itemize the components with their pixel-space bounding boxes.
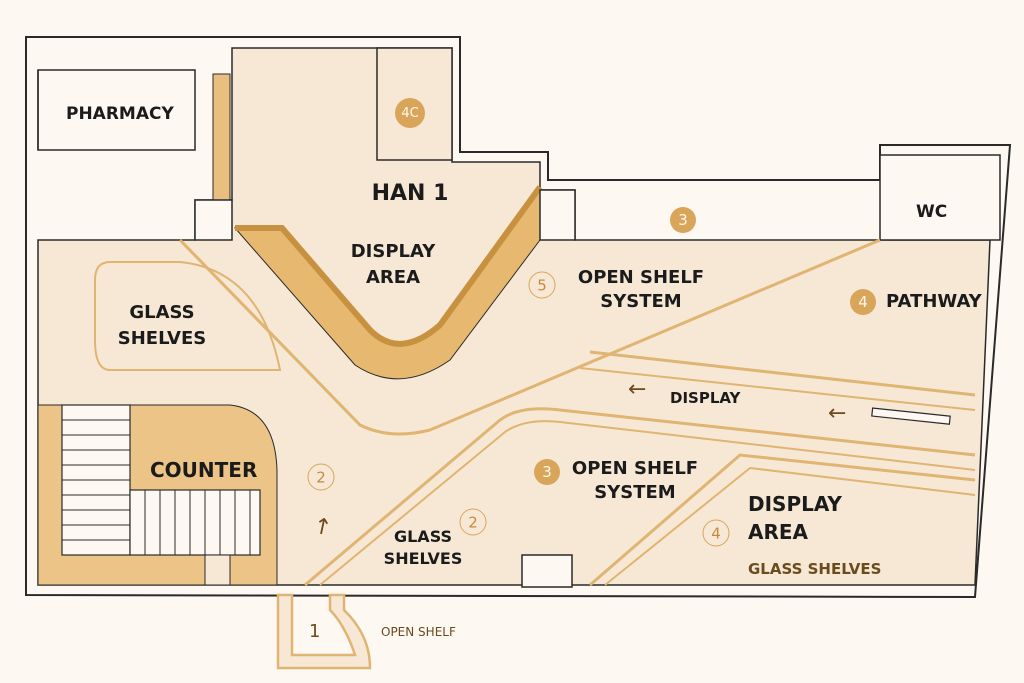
badge-2-mid: 2 [459,508,487,536]
label-open-shelf-top: OPEN SHELF SYSTEM [578,268,704,312]
label-wc: WC [916,202,948,222]
label-entrance: OPEN SHELF [381,625,456,639]
badge-1-entrance: 1 [309,621,321,642]
label-glass-shelves-bottom: GLASS SHELVES [384,528,463,567]
arrow-left-icon: ← [828,401,847,426]
label-han: HAN 1 [371,181,449,206]
badge-2-left: 2 [307,463,335,491]
arrow-left-icon: ← [628,377,647,402]
label-pharmacy: PHARMACY [66,104,174,124]
diagonal-shelf-3b [319,420,976,586]
counter-desk-dividers [144,490,251,555]
label-glass-shelves-right: GLASS SHELVES [748,560,882,578]
label-glass-shelves-left-line1: GLASS [129,302,195,323]
entrance-passage [276,593,372,670]
diagonal-shelf-2b [579,367,976,411]
badge-3-mid: 3 [534,459,560,485]
label-open-shelf-top-line1: OPEN SHELF [577,267,705,288]
display-rail [871,407,951,425]
stair-treads [62,419,130,541]
badge-4c: 4C [395,98,425,128]
label-display-area-right-line1: DISPLAY [748,492,842,516]
badge-4-right: 4 [702,519,730,547]
label-glass-shelves-left-line2: SHELVES [117,327,207,349]
label-display-area-top-line2: AREA [365,266,421,288]
notch-right [539,189,576,241]
notch-left [194,199,233,241]
label-glass-shelves-bottom-line2: SHELVES [383,548,463,568]
label-glass-shelves-left: GLASS SHELVES [118,303,207,349]
label-display-corridor: DISPLAY [670,389,741,407]
label-open-shelf-mid-line1: OPEN SHELF [571,458,699,479]
label-glass-shelves-bottom-line1: GLASS [393,527,453,546]
label-open-shelf-mid: OPEN SHELF SYSTEM [572,459,698,503]
han-display-inner [235,185,543,347]
label-display-area-right: DISPLAY AREA [748,493,842,543]
wc-room [879,154,1001,241]
counter-desk [129,489,261,556]
label-display-area-top: DISPLAY AREA [351,242,436,288]
diagonal-shelf-4 [589,453,976,587]
glass-shelves-left-outline [94,261,282,371]
diagonal-shelf-1 [178,238,881,436]
diagonal-shelf-4b [604,466,976,586]
diagonal-shelf-2 [589,350,976,397]
label-display-area-right-line2: AREA [748,520,809,544]
label-open-shelf-top-line2: SYSTEM [600,290,682,312]
badge-4-pathway: 4 [850,289,876,315]
label-counter: COUNTER [150,458,258,482]
badge-5: 5 [528,271,556,299]
bottom-notch [521,554,573,588]
badge-3-top: 3 [670,207,696,233]
label-display-area-top-line1: DISPLAY [350,241,436,262]
diagonal-shelf-3 [304,407,976,587]
label-open-shelf-mid-line2: SYSTEM [594,481,676,503]
counter-gap [204,554,231,586]
label-pathway: PATHWAY [886,291,982,312]
column-strip [212,73,231,201]
